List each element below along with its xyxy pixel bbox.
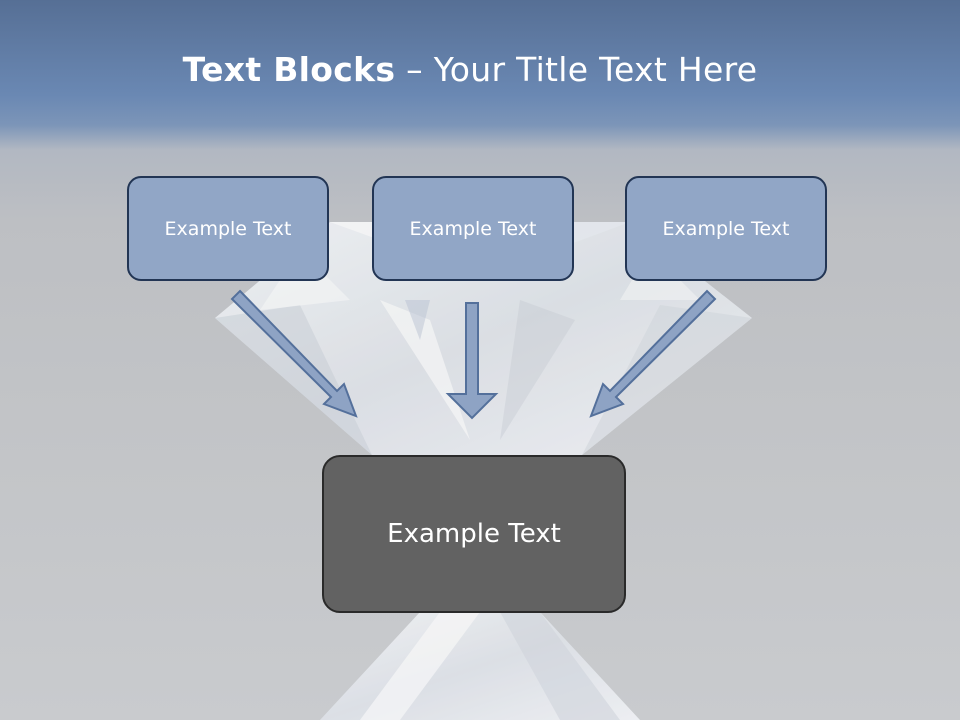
text-block-top-right-label: Example Text <box>662 217 790 240</box>
text-block-bottom-label: Example Text <box>387 519 561 549</box>
text-block-top-left-label: Example Text <box>164 217 292 240</box>
text-block-top-left[interactable]: Example Text <box>127 176 329 281</box>
text-block-top-middle-label: Example Text <box>409 217 537 240</box>
title-separator: – <box>395 50 434 89</box>
slide-title: Text Blocks – Your Title Text Here <box>0 50 940 89</box>
title-bold-part: Text Blocks <box>182 50 396 89</box>
arrow-left-diagonal <box>230 289 358 418</box>
text-block-top-right[interactable]: Example Text <box>625 176 827 281</box>
arrow-middle-down <box>445 302 499 420</box>
text-block-top-middle[interactable]: Example Text <box>372 176 574 281</box>
text-block-bottom[interactable]: Example Text <box>322 455 626 613</box>
arrow-right-diagonal <box>589 289 717 418</box>
title-rest: Your Title Text Here <box>433 50 758 89</box>
